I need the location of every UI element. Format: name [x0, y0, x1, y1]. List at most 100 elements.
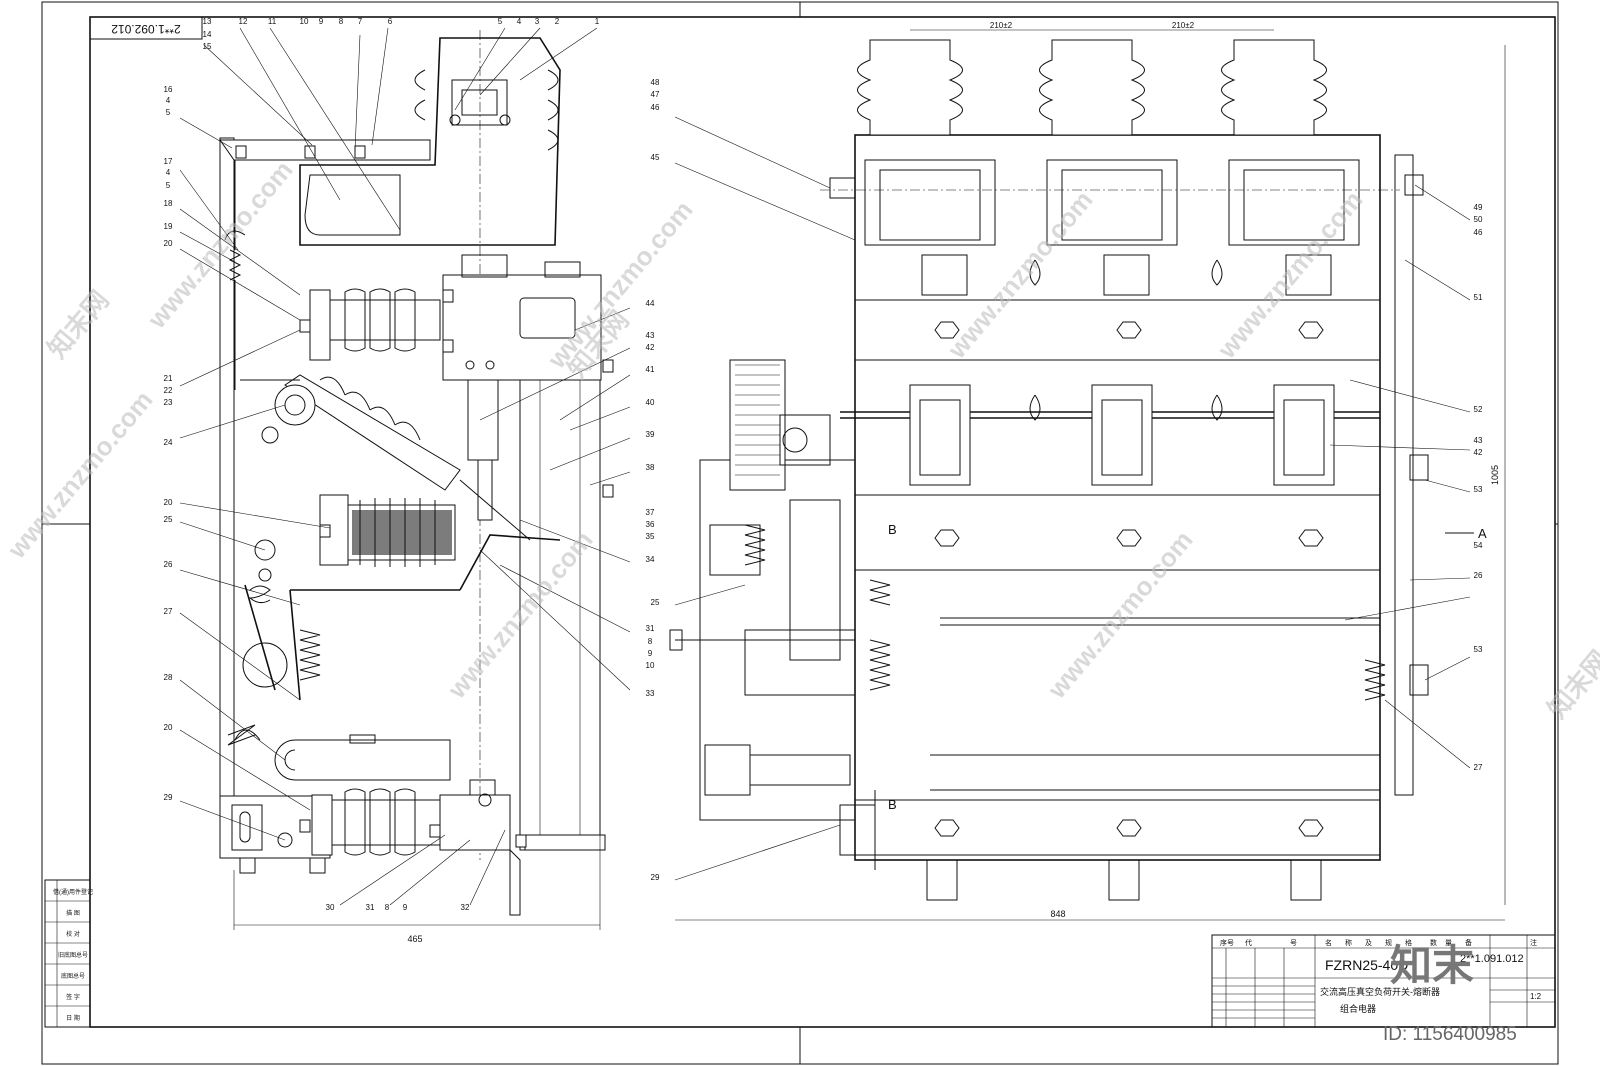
operating-mechanism: [669, 359, 1386, 870]
watermark-brand-3: 知末网: [1542, 645, 1600, 724]
part-callout: 13: [203, 17, 212, 26]
title-block: 序号 代 号 名 称 及 规 格 数 量 备 注 FZRN25-40D 2**1…: [1211, 934, 1556, 1028]
part-callout: 3: [535, 17, 540, 26]
dim-height: 1005: [1490, 465, 1500, 485]
part-callout: 4: [166, 96, 171, 105]
left-side-view: 465: [219, 30, 614, 944]
drawing-frame: [41, 1, 1559, 1065]
part-callout: 9: [648, 649, 653, 658]
part-callout: 10: [300, 17, 309, 26]
part-callout: 46: [1474, 228, 1483, 237]
part-callout: 8: [648, 637, 653, 646]
sign-row-6: 日 期: [66, 1014, 80, 1022]
title-header-8: 数: [1430, 938, 1437, 947]
product-name-line2: 组合电器: [1340, 1003, 1376, 1014]
part-callout: 48: [651, 78, 660, 87]
watermark-stamp: 知末: [1390, 942, 1474, 989]
part-callout: 47: [651, 90, 660, 99]
scale: 1:2: [1530, 992, 1542, 1001]
signature-strip: 借(通)用件登记 描 图 校 对 旧底图总号 底图总号 签 字 日 期: [44, 879, 93, 1028]
part-callout: 45: [651, 153, 660, 162]
part-callout: 37: [646, 508, 655, 517]
sign-row-3: 旧底图总号: [58, 951, 88, 959]
dim-left-width: 465: [407, 934, 422, 944]
part-callout: 24: [164, 438, 173, 447]
right-leaders: [674, 116, 1471, 881]
part-callout: 12: [239, 17, 248, 26]
part-callout: 42: [1474, 448, 1483, 457]
part-callout: 30: [326, 903, 335, 912]
part-callout: 43: [1474, 436, 1483, 445]
part-callout: 26: [1474, 571, 1483, 580]
watermark-site-5: www.znzmo.com: [1041, 525, 1199, 705]
title-header-7: 格: [1405, 938, 1412, 947]
section-marker-B-top: B: [888, 522, 897, 537]
part-callout: 49: [1474, 203, 1483, 212]
sign-row-1: 描 图: [66, 909, 80, 917]
part-callout: 22: [164, 386, 173, 395]
dim-right-width: 848: [1050, 909, 1065, 919]
part-callout: 29: [651, 873, 660, 882]
part-callout: 31: [646, 624, 655, 633]
part-callout: 27: [1474, 763, 1483, 772]
part-callout: 23: [164, 398, 173, 407]
part-callout: 5: [166, 108, 171, 117]
part-callout: 25: [164, 515, 173, 524]
section-marker-B-bottom: B: [888, 797, 897, 812]
part-callout: 39: [646, 430, 655, 439]
dim-spacing-1: 210±2: [990, 21, 1013, 30]
part-callout: 36: [646, 520, 655, 529]
part-callout: 20: [164, 498, 173, 507]
model-number: FZRN25-40D: [1325, 957, 1408, 973]
upper-insulator: [309, 288, 441, 361]
title-header-11: 注: [1530, 938, 1537, 947]
interrupters: [909, 384, 1335, 486]
part-callout: 33: [646, 689, 655, 698]
part-callout: 16: [164, 85, 173, 94]
part-callout: 11: [268, 17, 277, 26]
part-callout: 32: [461, 903, 470, 912]
part-callout: 9: [403, 903, 408, 912]
part-callout: 14: [203, 30, 212, 39]
part-callout: 17: [164, 157, 173, 166]
part-callout: 19: [164, 222, 173, 231]
watermarks: www.znzmo.com www.znzmo.com www.znzmo.co…: [1, 155, 1600, 1045]
part-callout: 29: [164, 793, 173, 802]
part-callout: 7: [358, 17, 363, 26]
part-callout: 31: [366, 903, 375, 912]
part-callout: 20: [164, 239, 173, 248]
part-callout: 9: [319, 17, 324, 26]
title-header-6: 规: [1385, 938, 1392, 947]
part-callout: 10: [646, 661, 655, 670]
sign-row-2: 校 对: [66, 930, 80, 938]
right-front-view: 210±2 210±2: [669, 21, 1506, 921]
title-drawing-no: 2**1.091.012: [1460, 953, 1524, 965]
fuse-clamps: [864, 159, 1360, 296]
part-callout: 51: [1474, 293, 1483, 302]
vacuum-interrupter-insulator: [319, 494, 456, 567]
title-header-5: 及: [1365, 939, 1372, 947]
part-callout: 4: [517, 17, 522, 26]
part-callout: 20: [164, 723, 173, 732]
part-callout: 44: [646, 299, 655, 308]
title-header-2: 号: [1290, 939, 1297, 947]
part-callout: 8: [339, 17, 344, 26]
part-callout: 35: [646, 532, 655, 541]
part-callout: 41: [646, 365, 655, 374]
title-header-10: 备: [1465, 938, 1472, 947]
part-callout: 50: [1474, 215, 1483, 224]
part-callout: 8: [385, 903, 390, 912]
part-callout: 27: [164, 607, 173, 616]
part-callout: 15: [203, 42, 212, 51]
title-header-3: 名: [1325, 938, 1332, 947]
watermark-site-7: www.znzmo.com: [1, 385, 159, 565]
part-callout: 38: [646, 463, 655, 472]
watermark-id: ID: 1156400985: [1383, 1024, 1517, 1045]
dim-spacing-2: 210±2: [1172, 21, 1195, 30]
product-name-line1: 交流高压真空负荷开关-熔断器: [1320, 986, 1440, 997]
part-callout: 5: [498, 17, 503, 26]
part-callout: 53: [1474, 485, 1483, 494]
